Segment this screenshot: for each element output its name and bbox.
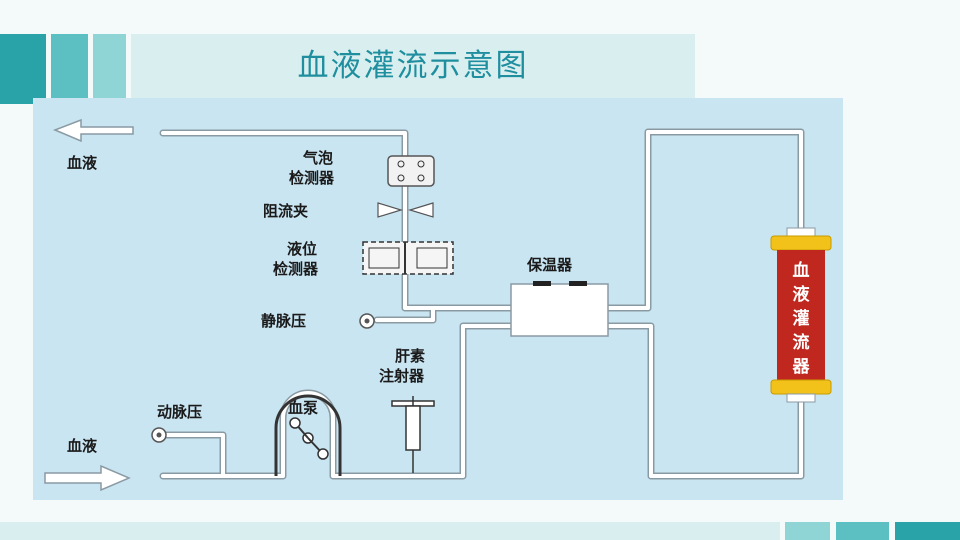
svg-text:灌: 灌 (793, 309, 810, 329)
footer-band (0, 522, 780, 540)
footer-block-3 (895, 522, 960, 540)
bubble-detector-icon (387, 155, 435, 187)
accent-bar-3 (93, 34, 126, 98)
blood-in-label: 血液 (67, 437, 98, 455)
blood-pump-label: 血泵 (288, 399, 318, 417)
venous-pressure-label: 静脉压 (261, 312, 306, 330)
accent-bar-1 (0, 34, 46, 104)
svg-text:血: 血 (793, 260, 810, 281)
blood-in-arrow (44, 464, 131, 492)
svg-text:流: 流 (793, 332, 810, 353)
blood-out-label: 血液 (67, 154, 98, 172)
title-band (131, 34, 695, 98)
slide-title: 血液灌流示意图 (297, 48, 529, 84)
svg-text:液: 液 (793, 284, 810, 305)
level-detector-icon (362, 241, 454, 275)
bubble-detector-label-line2: 检测器 (289, 169, 335, 187)
accent-bar-2 (51, 34, 88, 98)
warmer-box (510, 281, 609, 337)
bubble-detector-label-line1: 气泡 (302, 149, 333, 167)
footer-block-1 (785, 522, 830, 540)
svg-text:器: 器 (792, 357, 811, 377)
flow-clamp-label: 阻流夹 (263, 202, 308, 220)
diagram-svg: 血液 血液 气泡 检测器 阻流夹 液位 检测器 静脉压 肝素 注射器 (44, 118, 832, 492)
blood-out-arrow (52, 118, 134, 143)
level-detector-label-line2: 检测器 (273, 260, 319, 278)
perfusion-diagram: 血液 血液 气泡 检测器 阻流夹 液位 检测器 静脉压 肝素 注射器 (33, 98, 843, 500)
heparin-syringe-label-line1: 肝素 (395, 347, 425, 365)
arterial-pressure-icon (151, 427, 167, 443)
heparin-syringe-icon (391, 396, 435, 473)
venous-pressure-icon (359, 313, 375, 329)
perfusor-label: 血 液 灌 流 器 (792, 260, 811, 377)
perfusor-column (770, 227, 832, 403)
blood-pump-icon (274, 394, 342, 476)
footer-block-2 (836, 522, 889, 540)
heparin-syringe-label-line2: 注射器 (379, 367, 425, 385)
level-detector-label-line1: 液位 (287, 240, 317, 258)
flow-clamp-icon (377, 202, 434, 218)
tubing (159, 128, 805, 480)
arterial-pressure-label: 动脉压 (157, 403, 202, 421)
warmer-label: 保温器 (526, 256, 573, 274)
